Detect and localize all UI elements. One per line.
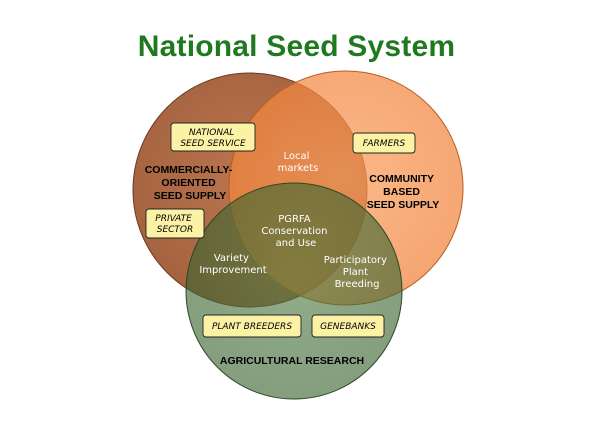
commercial-seed-supply-label: COMMERCIALLY- ORIENTED SEED SUPPLY xyxy=(145,164,236,202)
local-markets-label: Local markets xyxy=(278,151,319,174)
genebanks-box: GENEBANKS xyxy=(311,314,385,338)
variety-improvement-label: Variety Improvement xyxy=(199,253,266,276)
svg-text:GENEBANKS: GENEBANKS xyxy=(320,322,376,332)
agricultural-research-circle xyxy=(185,182,403,400)
agricultural-research-label: AGRICULTURAL RESEARCH xyxy=(220,355,364,367)
svg-text:FARMERS: FARMERS xyxy=(363,139,406,149)
svg-text:NATIONAL SEED SERVICE: NATIONAL SEED SERVICE xyxy=(180,128,246,149)
private-sector-box: PRIVATE SECTOR xyxy=(145,208,205,239)
diagram-title: National Seed System xyxy=(137,30,456,63)
national-seed-service-box: NATIONAL SEED SERVICE xyxy=(170,122,256,152)
farmers-box: FARMERS xyxy=(352,132,416,154)
pgrfa-conservation-label: PGRFA Conservation and Use xyxy=(261,214,330,249)
participatory-plant-breeding-label: Participatory Plant Breeding xyxy=(324,255,391,290)
svg-text:PLANT BREEDERS: PLANT BREEDERS xyxy=(212,322,292,332)
community-seed-supply-label: COMMUNITY BASED SEED SUPPLY xyxy=(367,173,440,211)
plant-breeders-box: PLANT BREEDERS xyxy=(202,314,302,338)
svg-text:PRIVATE SECTOR: PRIVATE SECTOR xyxy=(155,214,194,235)
